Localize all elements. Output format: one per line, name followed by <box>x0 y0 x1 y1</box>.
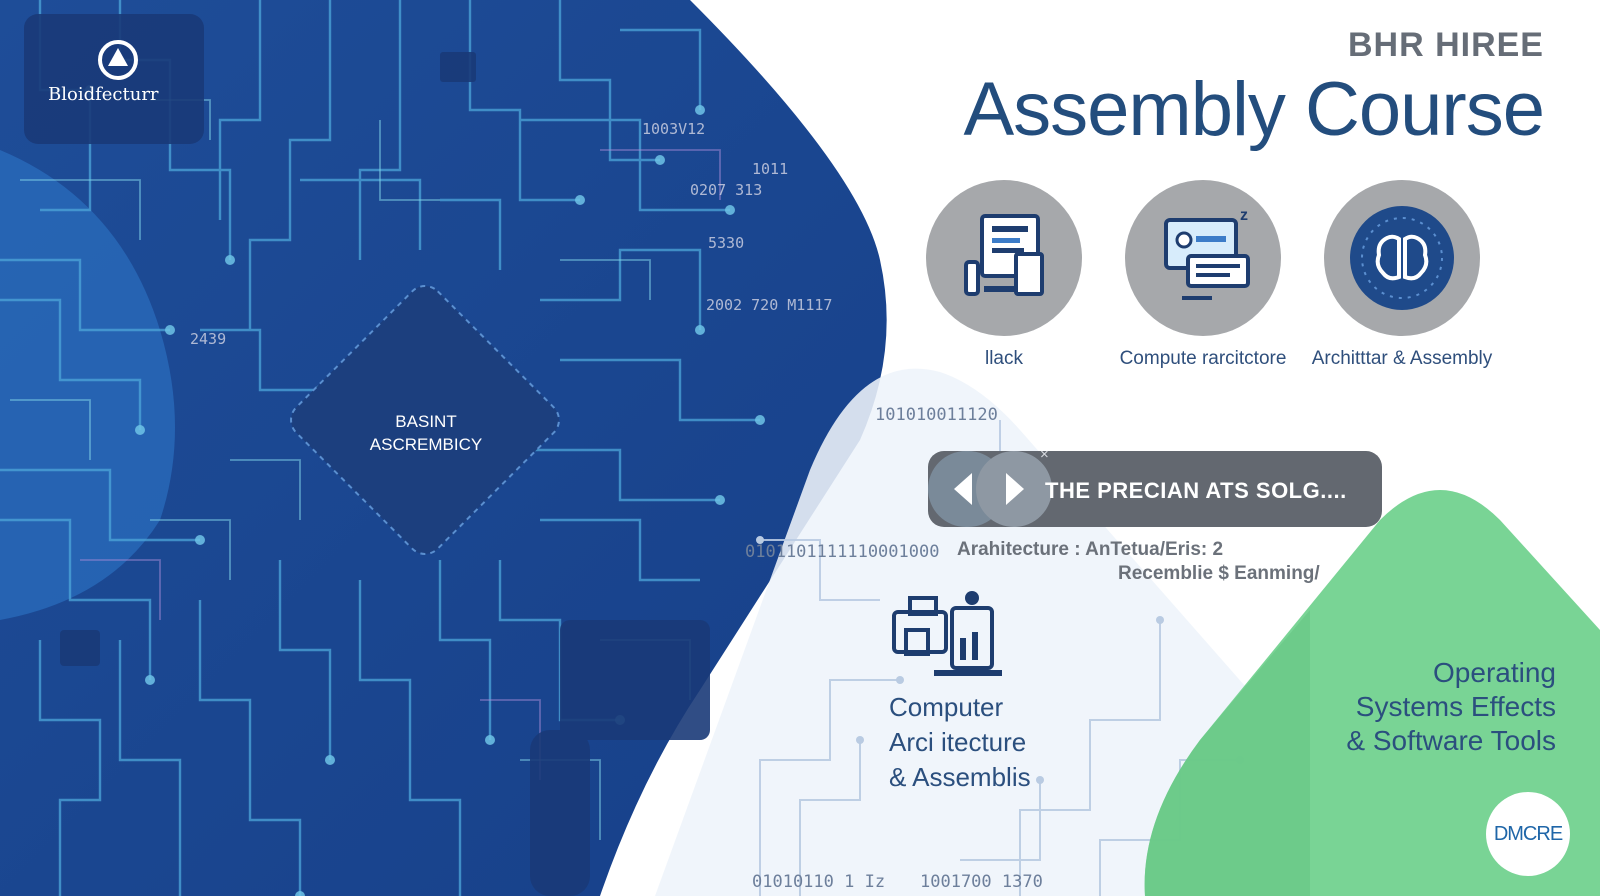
page-title: Assembly Course <box>963 67 1545 152</box>
svg-text:z: z <box>1240 210 1248 224</box>
code-label: 1011 <box>752 160 789 178</box>
code-label: 5330 <box>708 234 745 252</box>
workstation-icon <box>892 591 1002 676</box>
green-panel-text: Operating Systems Effects & Software Too… <box>1346 657 1556 756</box>
binary-string: 0101101111110001000 <box>745 542 940 562</box>
next-button[interactable] <box>976 451 1052 527</box>
banner-subtitle: Arahitecture : AnTetua/Eris: 2 <box>957 539 1224 560</box>
code-label: 1003V12 <box>642 120 706 138</box>
chip-label: BASINT ASCREMBICY <box>369 412 483 454</box>
feature-circle <box>1324 180 1480 336</box>
code-label: 2439 <box>190 330 227 348</box>
feature-item: z Compute rarcitctore <box>1108 180 1298 370</box>
feature-item: Architttar & Assembly <box>1307 180 1497 370</box>
brand-logo-icon <box>98 40 138 80</box>
feature-label: Compute rarcitctore <box>1119 348 1287 369</box>
computer-cards-icon: z <box>1164 210 1250 300</box>
binary-string: 1001700 1370 <box>920 872 1043 892</box>
chevron-right-icon <box>1006 473 1024 505</box>
logo-badge: DMCRE <box>1486 792 1570 876</box>
brain-chip-icon <box>1350 206 1454 310</box>
logo-text: DMCRE <box>1493 822 1563 845</box>
code-label: 0207 313 <box>690 181 763 199</box>
banner-text: THE PRECIAN ATS SOLG.... <box>1045 478 1347 503</box>
feature-circle <box>926 180 1082 336</box>
eyebrow-title: BHR HIREE <box>1347 26 1544 64</box>
chevron-left-icon <box>954 473 972 505</box>
code-label: 2002 720 M1117 <box>706 296 833 314</box>
binary-string: 101010011120 <box>875 405 998 425</box>
close-icon[interactable]: × <box>1040 446 1049 463</box>
documents-computer-icon <box>964 214 1044 296</box>
feature-item: llack <box>909 180 1099 370</box>
feature-label: llack <box>984 348 1023 369</box>
binary-string: 01010110 1 Iz <box>752 872 886 892</box>
cpu-chip <box>290 285 560 555</box>
card-text: Computer Arci itecture & Assemblis <box>889 692 1031 792</box>
feature-circle: z <box>1125 180 1281 336</box>
feature-label: Architttar & Assembly <box>1311 348 1493 369</box>
banner-subtitle: Recemblie $ Eanming/ <box>1118 563 1320 584</box>
brand-name: Bloidfecturr <box>48 84 159 105</box>
